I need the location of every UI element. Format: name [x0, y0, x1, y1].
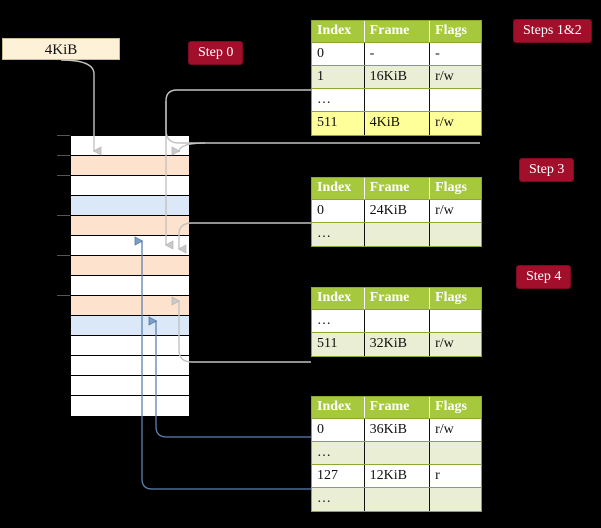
physical-memory-column	[70, 135, 190, 416]
cell-flags	[429, 222, 481, 246]
cell-index: …	[312, 222, 365, 246]
cell-index: 0	[312, 199, 365, 223]
cell-index: 511	[312, 332, 365, 356]
column-header-flags: Flags	[429, 288, 481, 310]
cell-index: 511	[312, 111, 365, 135]
table-row[interactable]: 511 32KiB r/w	[312, 332, 481, 356]
column-header-frame: Frame	[364, 21, 431, 43]
memory-tick	[57, 295, 70, 296]
memory-frame-row	[71, 216, 189, 236]
memory-tick	[57, 175, 70, 176]
cell-frame	[364, 309, 431, 333]
table-header-row: Index Frame Flags	[312, 178, 481, 200]
column-header-index: Index	[312, 397, 365, 419]
cell-frame	[364, 441, 431, 465]
table-row[interactable]: …	[312, 487, 481, 511]
memory-frame-row	[71, 396, 189, 416]
column-header-frame: Frame	[364, 397, 431, 419]
memory-frame-row	[71, 356, 189, 376]
table-row-highlighted[interactable]: 511 4KiB r/w	[312, 111, 481, 135]
column-header-flags: Flags	[429, 397, 481, 419]
memory-frame-row	[71, 276, 189, 296]
cell-frame: 16KiB	[364, 65, 431, 89]
memory-frame-row	[71, 236, 189, 256]
table-row[interactable]: 0 - -	[312, 42, 481, 66]
memory-frame-row	[71, 376, 189, 396]
cell-index: 127	[312, 464, 365, 488]
cell-frame: 36KiB	[364, 418, 431, 442]
table-row[interactable]: 0 36KiB r/w	[312, 418, 481, 442]
column-header-flags: Flags	[429, 21, 481, 43]
cell-frame	[364, 487, 431, 511]
memory-frame-row	[71, 196, 189, 216]
cell-frame: 12KiB	[364, 464, 431, 488]
memory-tick	[57, 155, 70, 156]
cell-frame	[364, 222, 431, 246]
memory-frame-row	[71, 316, 189, 336]
table-row[interactable]: …	[312, 222, 481, 246]
table-row[interactable]: 0 24KiB r/w	[312, 199, 481, 223]
cell-index: 1	[312, 65, 365, 89]
cell-flags: r/w	[429, 111, 481, 135]
memory-frame-row	[71, 156, 189, 176]
memory-tick	[57, 135, 70, 136]
cell-flags	[429, 309, 481, 333]
cell-index: …	[312, 441, 365, 465]
memory-tick	[57, 255, 70, 256]
column-header-frame: Frame	[364, 288, 431, 310]
cell-flags: r/w	[429, 65, 481, 89]
cell-index: 0	[312, 418, 365, 442]
table-row[interactable]: 1 16KiB r/w	[312, 65, 481, 89]
cell-frame: 24KiB	[364, 199, 431, 223]
page-size-box: 4KiB	[2, 38, 120, 60]
badge-step-0: Step 0	[188, 41, 244, 65]
column-header-index: Index	[312, 288, 365, 310]
badge-step-3: Step 3	[519, 158, 575, 182]
cell-frame	[364, 88, 431, 112]
memory-frame-row	[71, 336, 189, 356]
cell-flags	[429, 441, 481, 465]
memory-frame-row	[71, 296, 189, 316]
memory-tick	[57, 215, 70, 216]
table-row[interactable]: 127 12KiB r	[312, 464, 481, 488]
cell-frame: -	[364, 42, 431, 66]
table-header-row: Index Frame Flags	[312, 21, 481, 43]
memory-frame-row	[71, 256, 189, 276]
table-header-row: Index Frame Flags	[312, 397, 481, 419]
cell-flags: -	[429, 42, 481, 66]
badge-steps-1-and-2: Steps 1&2	[513, 19, 592, 43]
memory-frame-row	[71, 176, 189, 196]
cell-index: …	[312, 88, 365, 112]
table-header-row: Index Frame Flags	[312, 288, 481, 310]
cell-index: …	[312, 309, 365, 333]
cell-index: …	[312, 487, 365, 511]
page-table-level-4: Index Frame Flags 0 - - 1 16KiB r/w …	[311, 20, 482, 136]
cell-index: 0	[312, 42, 365, 66]
cell-flags: r/w	[429, 418, 481, 442]
column-header-index: Index	[312, 178, 365, 200]
badge-step-4: Step 4	[516, 265, 572, 289]
column-header-frame: Frame	[364, 178, 431, 200]
memory-frame-row	[71, 136, 189, 156]
table-row[interactable]: …	[312, 441, 481, 465]
cell-flags: r/w	[429, 332, 481, 356]
cell-flags	[429, 487, 481, 511]
cell-frame: 4KiB	[364, 111, 431, 135]
cell-flags: r	[429, 464, 481, 488]
column-header-index: Index	[312, 21, 365, 43]
cell-flags: r/w	[429, 199, 481, 223]
column-header-flags: Flags	[429, 178, 481, 200]
table-row[interactable]: …	[312, 309, 481, 333]
page-table-level-3: Index Frame Flags 0 24KiB r/w …	[311, 177, 482, 247]
page-table-level-2: Index Frame Flags … 511 32KiB r/w	[311, 287, 482, 357]
page-table-level-1: Index Frame Flags 0 36KiB r/w … 127	[311, 396, 482, 512]
cell-frame: 32KiB	[364, 332, 431, 356]
table-row[interactable]: …	[312, 88, 481, 112]
cell-flags	[429, 88, 481, 112]
